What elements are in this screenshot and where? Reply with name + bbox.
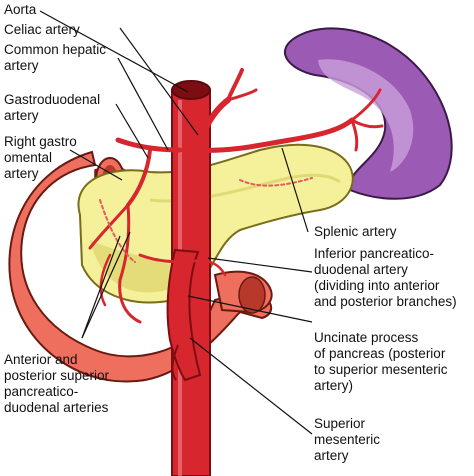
label-common-hepatic-artery: Common hepatic artery bbox=[4, 42, 107, 73]
superior-mesenteric-artery bbox=[166, 248, 202, 382]
label-aorta: Aorta bbox=[4, 2, 37, 17]
label-splenic-artery: Splenic artery bbox=[314, 224, 397, 239]
label-uncinate-process: Uncinate process of pancreas (posterior … bbox=[314, 330, 448, 393]
label-celiac-artery: Celiac artery bbox=[4, 22, 80, 37]
label-inferior-pancreaticoduodenal-artery: Inferior pancreatico- duodenal artery (d… bbox=[314, 246, 457, 309]
spleen bbox=[284, 27, 453, 200]
celiac-trunk bbox=[88, 68, 384, 324]
label-superior-mesenteric-artery: Superior mesenteric artery bbox=[314, 416, 381, 463]
label-right-gastro-omental-artery: Right gastro omental artery bbox=[4, 134, 77, 181]
leader-lines bbox=[39, 10, 313, 435]
label-anterior-posterior-superior-pancreaticoduodenal-arteries: Anterior and posterior superior pancreat… bbox=[4, 352, 110, 415]
label-gastroduodenal-artery: Gastroduodenal artery bbox=[4, 92, 101, 123]
